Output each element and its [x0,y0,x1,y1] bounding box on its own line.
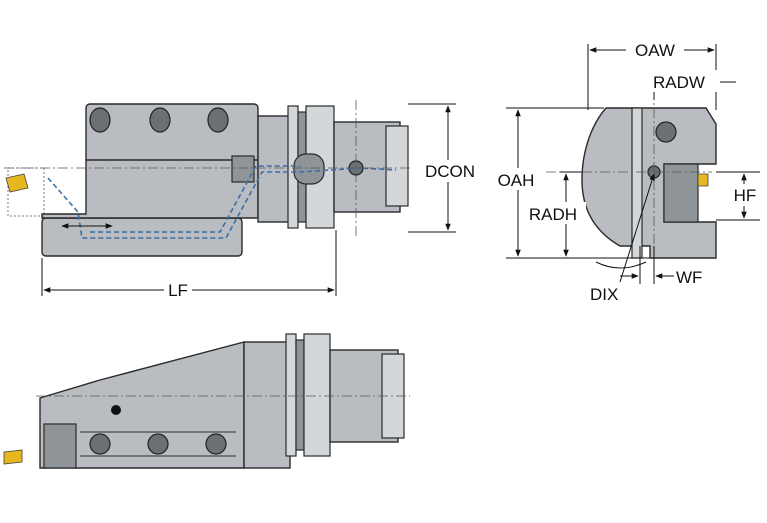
dcon-dimension: DCON [408,103,486,233]
insert-zone [7,167,45,217]
coolant-channel [47,167,397,239]
bottom-view [3,333,410,469]
radh-label: RADH [529,205,577,224]
coolant-channel-2 [90,165,300,233]
plan-screw-2 [147,433,169,455]
clamp-screw-1 [89,107,111,133]
lf-dimension: LF [41,230,337,300]
holder-mid-section [41,159,259,219]
end-view-rail [631,107,643,259]
wf-dimension: WF [620,246,702,287]
end-view-screw [655,121,677,143]
radh-dimension: RADH [520,171,586,257]
plan-neck [243,341,291,469]
wf-label: WF [676,268,702,287]
end-view-insert [697,173,709,187]
oah-label: OAH [498,171,535,190]
clamp-screw-3 [207,107,229,133]
radw-label: RADW [653,73,705,92]
end-view-pocket [663,163,699,223]
clamp-screw-2 [149,107,171,133]
radw-dimension: RADW [638,70,736,100]
cutting-insert [5,173,29,193]
plan-screw-3 [205,433,227,455]
dix-dimension: DIX [590,173,655,304]
body-step [231,155,255,183]
holder-neck [257,115,293,223]
holder-lower-block [41,217,243,257]
lf-label: LF [168,281,188,300]
plan-flange-2 [295,339,305,451]
plan-screw-1 [89,433,111,455]
dix-label: DIX [590,285,618,304]
plan-flange-3 [303,333,331,457]
plan-insert [3,449,23,465]
plan-dot [111,405,121,415]
end-view [510,72,717,270]
oah-dimension: OAH [488,107,650,259]
dcon-label: DCON [425,162,475,181]
plan-insert-pocket [43,423,77,469]
holder-body [85,103,259,165]
oaw-label: OAW [635,41,675,60]
hf-label: HF [734,186,757,205]
top-view [4,100,410,257]
flange-slot [293,153,325,185]
coupling-tip [385,125,409,207]
oaw-dimension: OAW [587,38,717,110]
hf-dimension: HF [716,171,762,221]
plan-flange-1 [285,333,297,457]
